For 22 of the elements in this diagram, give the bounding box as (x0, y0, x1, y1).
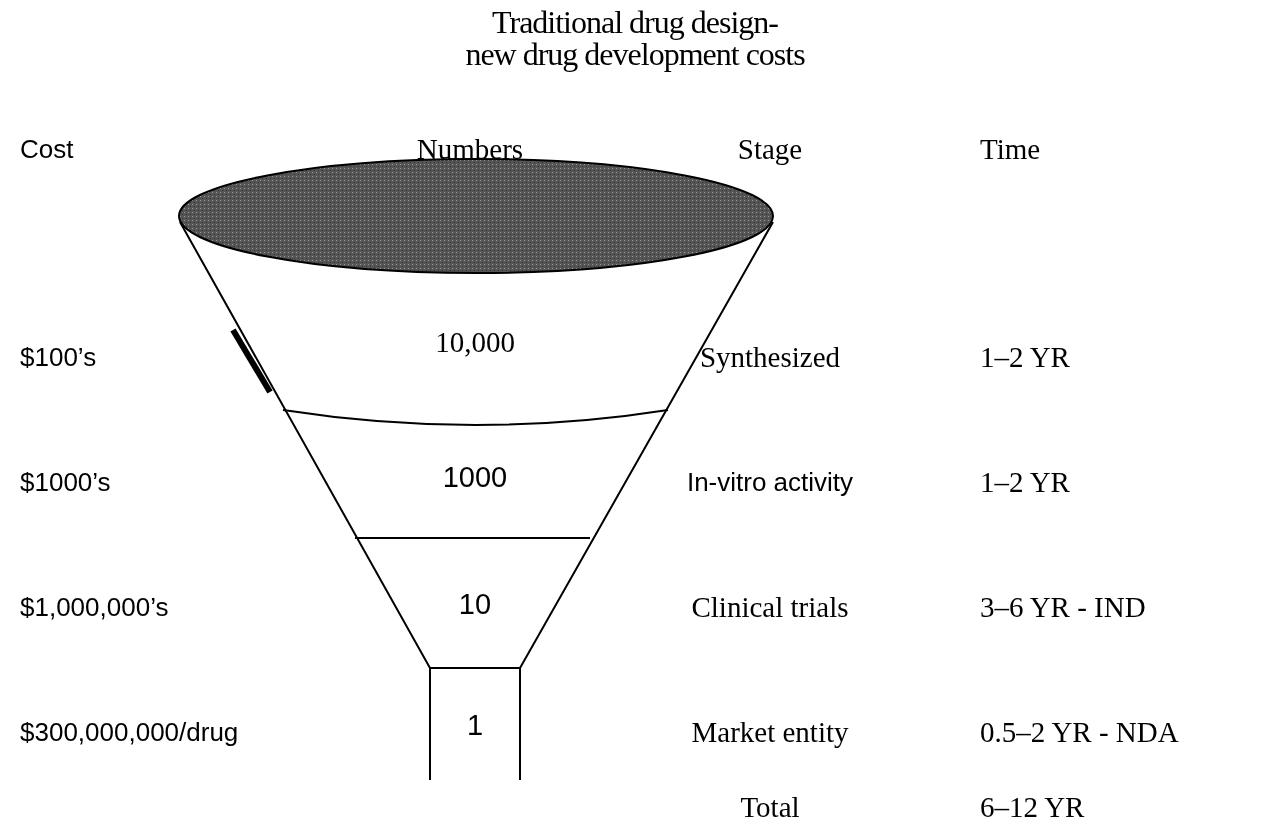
column-heading: Time (980, 132, 1041, 166)
stage-text: Clinical trials (690, 590, 850, 624)
cost-text: $100’s (20, 341, 97, 374)
duration-text: 1–2 YR (980, 465, 1070, 499)
funnel-section: 1000 (300, 420, 650, 535)
stage-text: Synthesized (698, 340, 842, 374)
cost-text: $1,000,000’s (20, 591, 169, 624)
funnel-section: 10 (370, 545, 580, 663)
funnel-section: 1 (432, 672, 518, 778)
cost-text: $1000’s (20, 466, 111, 499)
column-heading: Cost (20, 133, 74, 166)
stage-text: Market entity (690, 715, 850, 749)
title: Traditional drug design- new drug development costs (465, 6, 805, 70)
duration-text: 6–12 YR (980, 790, 1085, 824)
cost-text: $300,000,000/drug (20, 716, 239, 749)
duration-text: 0.5–2 YR - NDA (980, 715, 1179, 749)
stage-text: In-vitro activity (685, 466, 855, 499)
column-heading: Stage (736, 132, 804, 166)
duration-text: 1–2 YR (980, 340, 1070, 374)
column-heading: Numbers (415, 132, 525, 166)
duration-text: 3–6 YR - IND (980, 590, 1146, 624)
total-label: Total (739, 790, 801, 824)
